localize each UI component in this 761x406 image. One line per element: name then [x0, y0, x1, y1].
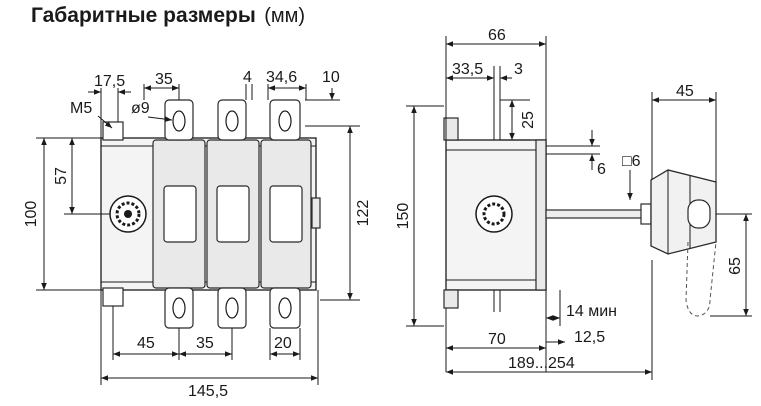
- dim-122: 122: [355, 200, 372, 227]
- dim-70: 70: [488, 331, 506, 348]
- dim-14-min: 14 мин: [566, 303, 617, 320]
- dim-10: 10: [322, 69, 340, 86]
- dim-6: 6: [597, 161, 606, 178]
- side-spline: [482, 202, 506, 226]
- dim-100: 100: [23, 201, 40, 228]
- dim-20: 20: [274, 335, 292, 352]
- side-rail: [311, 197, 321, 229]
- side-front-plate: [535, 139, 547, 291]
- page-title: Габаритные размеры (мм): [31, 4, 305, 28]
- knob-center: [124, 210, 132, 218]
- drive-shaft: [545, 209, 643, 219]
- dim-3: 3: [514, 61, 523, 78]
- handle-grip: [687, 199, 711, 229]
- mount-foot-top: [102, 121, 124, 141]
- bottom-hole-3: [278, 297, 292, 319]
- pole-window-1: [163, 185, 197, 243]
- pole-window-3: [269, 185, 303, 243]
- dim-34-6: 34,6: [266, 69, 297, 86]
- dim-45-bottom: 45: [137, 335, 155, 352]
- dim-145-5: 145,5: [188, 383, 228, 400]
- dim-4: 4: [243, 69, 252, 86]
- label-hole-dia: ø9: [131, 100, 150, 117]
- dim-33-5: 33,5: [452, 61, 483, 78]
- dim-12-5: 12,5: [574, 329, 605, 346]
- dim-150: 150: [395, 203, 412, 230]
- front-view: 17,5 35 4 34,6 10 M5 ø9 57 100: [23, 69, 372, 400]
- side-foot-bottom: [443, 289, 459, 309]
- dim-189-254: 189...254: [508, 355, 575, 372]
- top-hole-1: [172, 110, 186, 132]
- top-hole-3: [278, 110, 292, 132]
- handle-view: □6 45 65: [622, 83, 752, 317]
- bottom-hole-2: [225, 297, 239, 319]
- dim-66: 66: [488, 27, 506, 44]
- bottom-hole-1: [172, 297, 186, 319]
- dim-17-5: 17,5: [94, 73, 125, 90]
- dim-45-handle: 45: [676, 83, 694, 100]
- side-view: 66 33,5 3 25 6 150 70 14 мин 12,5: [395, 27, 653, 380]
- pole-window-2: [216, 185, 250, 243]
- mount-foot-bottom: [102, 287, 124, 307]
- dim-65: 65: [727, 257, 744, 275]
- title-unit: (мм): [264, 5, 306, 27]
- handle-rotation-path: [685, 241, 717, 317]
- label-square-shaft: □6: [622, 153, 641, 170]
- label-m5: M5: [70, 100, 92, 117]
- side-foot-top: [443, 117, 459, 141]
- top-hole-2: [225, 110, 239, 132]
- title-main: Габаритные размеры: [31, 4, 256, 27]
- dim-57: 57: [53, 167, 70, 185]
- dim-25: 25: [520, 111, 537, 129]
- handle-adapter: [640, 203, 652, 225]
- dim-35-top: 35: [155, 71, 173, 88]
- dim-35-bottom: 35: [196, 335, 214, 352]
